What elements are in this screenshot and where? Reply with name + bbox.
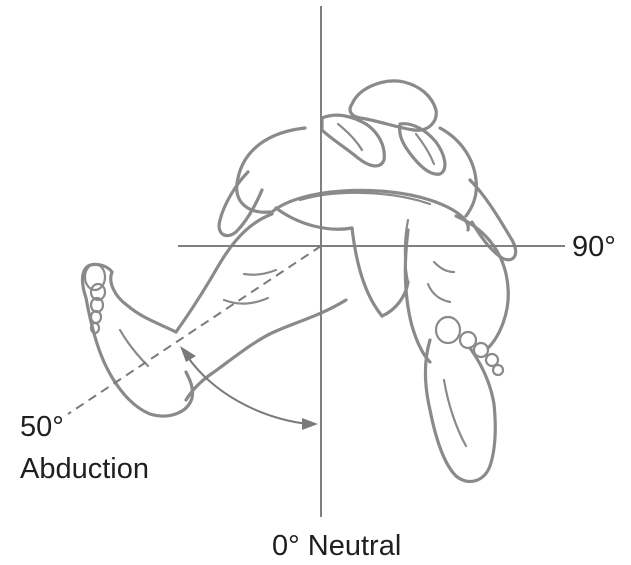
abduction-arc: [187, 356, 308, 424]
pelvis: [276, 208, 408, 316]
neutral-label: 0° Neutral: [272, 532, 401, 561]
head-and-hands: [322, 81, 445, 174]
abduction-label: Abduction: [20, 455, 149, 484]
fifty-degree-label: 50°: [20, 413, 64, 442]
left-foot: [83, 264, 193, 416]
right-foot: [426, 317, 504, 481]
arc-arrowhead-upper: [180, 346, 196, 362]
ninety-degree-label: 90°: [572, 233, 616, 262]
arc-arrowhead-lower: [302, 418, 318, 430]
